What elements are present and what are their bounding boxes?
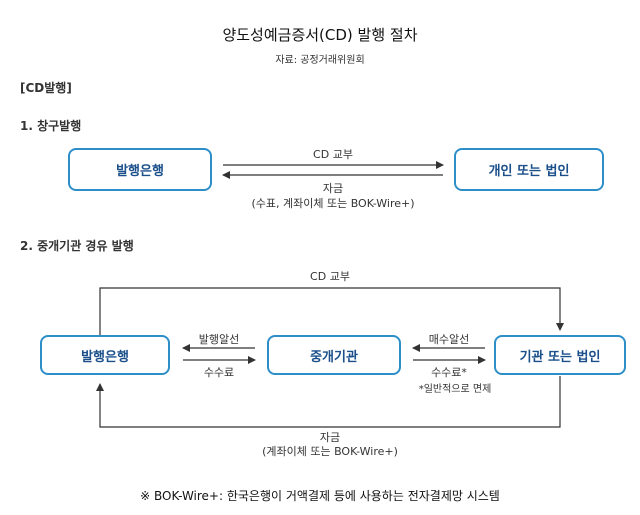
case2-fee-left-label: 수수료	[203, 366, 235, 379]
case2-cd-loop-arrow	[99, 287, 564, 335]
case2-fund-label: 자금	[319, 431, 341, 444]
case1-cd-label: CD 교부	[313, 148, 353, 161]
case2-brokerage-label: 발행알선	[198, 333, 240, 346]
case2-purchase-label: 매수알선	[428, 333, 470, 346]
case1-individual-corp-box: 개인 또는 법인	[454, 148, 604, 191]
case2-fee-exemption-note: *일반적으로 면제	[418, 384, 492, 395]
case2-fee-right-label: 수수료*	[431, 366, 467, 379]
footnote: ※ BOK-Wire+: 한국은행이 거액결제 등에 사용하는 전자결제망 시스…	[140, 489, 500, 503]
section-label: [CD발행]	[20, 81, 72, 95]
case2-issuing-bank-box: 발행은행	[40, 335, 170, 375]
case2-institution-corp-box: 기관 또는 법인	[494, 335, 626, 375]
source-note: 자료: 공정거래위원회	[275, 55, 365, 66]
case1-fund-method-label: (수표, 계좌이체 또는 BOK-Wire+)	[251, 197, 415, 210]
case2-heading: 2. 중개기관 경유 발행	[20, 239, 134, 253]
case2-fund-method-label: (계좌이체 또는 BOK-Wire+)	[262, 445, 398, 458]
case2-broker-box: 중개기관	[267, 335, 401, 375]
case1-heading: 1. 창구발행	[20, 119, 82, 133]
case2-fund-loop-arrow	[96, 376, 561, 428]
case1-issuing-bank-box: 발행은행	[68, 148, 212, 191]
page-title: 양도성예금증서(CD) 발행 절차	[222, 26, 418, 44]
case1-fund-label: 자금	[322, 182, 344, 195]
case2-cd-label: CD 교부	[310, 270, 350, 283]
